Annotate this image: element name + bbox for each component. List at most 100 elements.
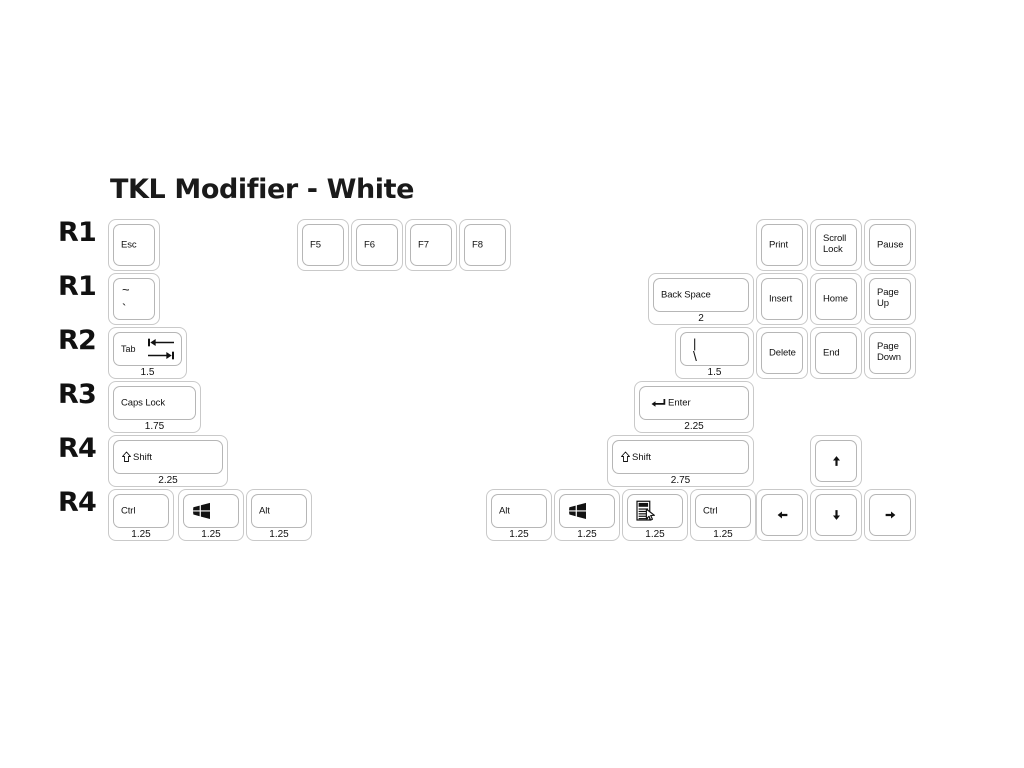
keycap-top-print: Print [761,224,803,266]
key-arrow-down[interactable] [810,489,862,541]
key-legend-ctrl-left: Ctrl [121,505,136,517]
keycap-top-tilde: ~` [113,278,155,320]
key-arrow-up[interactable] [810,435,862,487]
tab-arrows-icon [148,338,174,360]
arrow-right-icon [870,509,910,522]
key-size-label-ctrl-left: 1.25 [131,529,151,540]
row-label-r2-2: R2 [58,325,97,356]
key-legend-f6: F6 [364,239,375,251]
key-enter[interactable]: Enter 2.25 [634,381,754,433]
key-f8[interactable]: F8 [459,219,511,271]
key-size-label-win-left: 1.25 [201,529,221,540]
keycap-top-arrow-left [761,494,803,536]
row-label-r1-0: R1 [58,217,97,248]
key-arrow-left[interactable] [756,489,808,541]
key-legend-alt-left: Alt [259,505,270,517]
key-alt-right[interactable]: Alt 1.25 [486,489,552,541]
key-size-label-shift-left: 2.25 [158,475,178,486]
keycap-top-end: End [815,332,857,374]
key-legend-esc: Esc [121,239,137,251]
keycap-top-enter: Enter [639,386,749,420]
key-legend-tilde-lower: ` [122,301,127,316]
key-size-label-caps-lock: 1.75 [144,421,165,432]
key-legend-caps-lock: Caps Lock [121,397,165,409]
keycap-top-arrow-down [815,494,857,536]
key-print[interactable]: Print [756,219,808,271]
key-legend-delete: Delete [769,347,796,359]
key-menu[interactable]: 1.25 [622,489,688,541]
key-size-label-ctrl-right: 1.25 [713,529,733,540]
row-label-r4-5: R4 [58,487,97,518]
keycap-top-caps-lock: Caps Lock [113,386,196,420]
key-insert[interactable]: Insert [756,273,808,325]
shift-legend-wrap: Shift [122,451,152,463]
key-size-label-alt-right: 1.25 [509,529,529,540]
key-legend-tab: Tab [121,344,136,354]
key-esc[interactable]: Esc [108,219,160,271]
key-pause[interactable]: Pause [864,219,916,271]
key-end[interactable]: End [810,327,862,379]
key-legend-f5: F5 [310,239,321,251]
keycap-top-esc: Esc [113,224,155,266]
keycap-top-insert: Insert [761,278,803,320]
key-caps-lock[interactable]: Caps Lock 1.75 [108,381,201,433]
keycap-top-alt-left: Alt [251,494,307,528]
key-legend-backslash: \ [693,348,697,364]
key-shift-right[interactable]: Shift 2.75 [607,435,754,487]
key-size-label-menu: 1.25 [645,529,665,540]
keycap-top-f5: F5 [302,224,344,266]
key-size-label-backslash: 1.5 [707,367,722,378]
key-ctrl-right[interactable]: Ctrl 1.25 [690,489,756,541]
keycap-top-arrow-up [815,440,857,482]
keycap-top-ctrl-left: Ctrl [113,494,169,528]
page-title: TKL Modifier - White [110,174,415,205]
key-legend-enter: Enter [668,397,691,409]
key-legend-shift-left: Shift [133,451,153,463]
key-f5[interactable]: F5 [297,219,349,271]
key-legend-alt-right: Alt [499,505,510,517]
key-size-label-enter: 2.25 [684,421,704,432]
key-home[interactable]: Home [810,273,862,325]
key-size-label-shift-right: 2.75 [670,475,691,486]
keycap-top-win-left [183,494,239,528]
key-backslash[interactable]: |\1.5 [675,327,754,379]
keycap-top-shift-right: Shift [612,440,749,474]
keycap-top-menu [627,494,683,528]
key-legend-f7: F7 [418,239,429,251]
key-win-left[interactable]: 1.25 [178,489,244,541]
key-legend-ctrl-right: Ctrl [703,505,718,517]
key-tilde[interactable]: ~` [108,273,160,325]
key-f6[interactable]: F6 [351,219,403,271]
keycap-top-home: Home [815,278,857,320]
row-label-r4-4: R4 [58,433,97,464]
keycap-top-shift-left: Shift [113,440,223,474]
keycap-top-backspace: Back Space [653,278,749,312]
keycap-top-tab: Tab [113,332,182,366]
key-ctrl-left[interactable]: Ctrl 1.25 [108,489,174,541]
arrow-down-icon [816,509,856,522]
arrow-left-icon [762,509,802,522]
key-f7[interactable]: F7 [405,219,457,271]
key-legend-shift-right: Shift [632,451,652,463]
key-delete[interactable]: Delete [756,327,808,379]
key-arrow-right[interactable] [864,489,916,541]
enter-legend-wrap: Enter [651,398,691,409]
keycap-top-alt-right: Alt [491,494,547,528]
keycap-top-arrow-right [869,494,911,536]
keycap-top-pause: Pause [869,224,911,266]
key-legend-insert: Insert [769,293,793,305]
row-label-r1-1: R1 [58,271,97,302]
key-win-right[interactable]: 1.25 [554,489,620,541]
key-shift-left[interactable]: Shift 2.25 [108,435,228,487]
key-size-label-win-right: 1.25 [577,529,597,540]
